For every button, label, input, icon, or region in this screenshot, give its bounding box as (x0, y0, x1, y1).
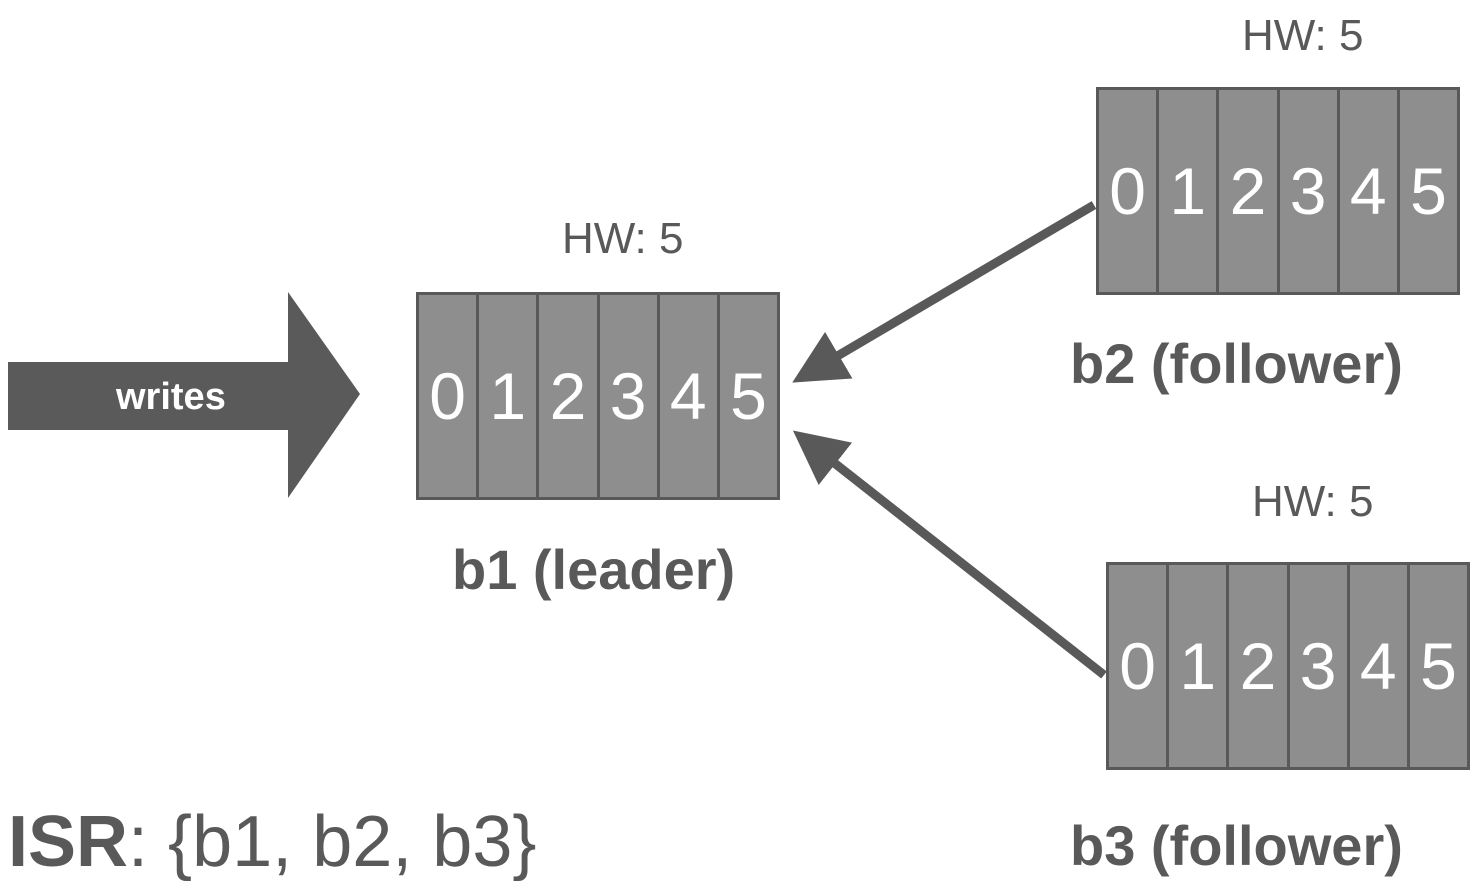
b2-offset-cell: 3 (1280, 90, 1340, 292)
b1-offset-cell: 0 (419, 295, 480, 497)
writes-label: writes (116, 376, 226, 418)
b3-offset-cell: 3 (1290, 565, 1350, 767)
b2-offset-cell: 0 (1099, 90, 1160, 292)
b1-offset-cell: 2 (539, 295, 600, 497)
b3-log: 0 1 2 3 4 5 (1106, 562, 1470, 770)
b1-hw-label: HW: 5 (562, 214, 684, 263)
b1-log: 0 1 2 3 4 5 (416, 292, 780, 500)
b2-offset-cell: 2 (1219, 90, 1280, 292)
b3-to-b1-arrow (792, 430, 1107, 679)
b2-offset-cell: 1 (1159, 90, 1220, 292)
writes-arrow (8, 292, 360, 498)
b3-hw-label: HW: 5 (1252, 477, 1374, 526)
isr-separator: : (128, 802, 149, 882)
b2-offset-cell: 5 (1410, 154, 1447, 228)
b1-label: b1 (leader) (452, 538, 736, 601)
b1-offset-cell: 1 (479, 295, 540, 497)
b3-offset-cell: 0 (1109, 565, 1170, 767)
b2-log: 0 1 2 3 4 5 (1096, 87, 1460, 295)
b2-offset-cell: 4 (1340, 90, 1400, 292)
b2-to-b1-arrow (792, 201, 1097, 383)
b3-label: b3 (follower) (1070, 814, 1403, 877)
b3-offset-cell: 1 (1169, 565, 1230, 767)
b2-label: b2 (follower) (1070, 332, 1403, 395)
isr-value: {b1, b2, b3} (148, 802, 537, 882)
b1-offset-cell: 5 (730, 359, 767, 433)
b1-offset-cell: 3 (600, 295, 660, 497)
b3-offset-cell: 2 (1229, 565, 1290, 767)
isr-set: ISR: {b1, b2, b3} (8, 806, 536, 878)
b3-offset-cell: 5 (1420, 629, 1457, 703)
b3-offset-cell: 4 (1350, 565, 1410, 767)
b1-offset-cell: 4 (660, 295, 720, 497)
isr-key: ISR (8, 802, 129, 882)
b2-hw-label: HW: 5 (1242, 11, 1364, 60)
